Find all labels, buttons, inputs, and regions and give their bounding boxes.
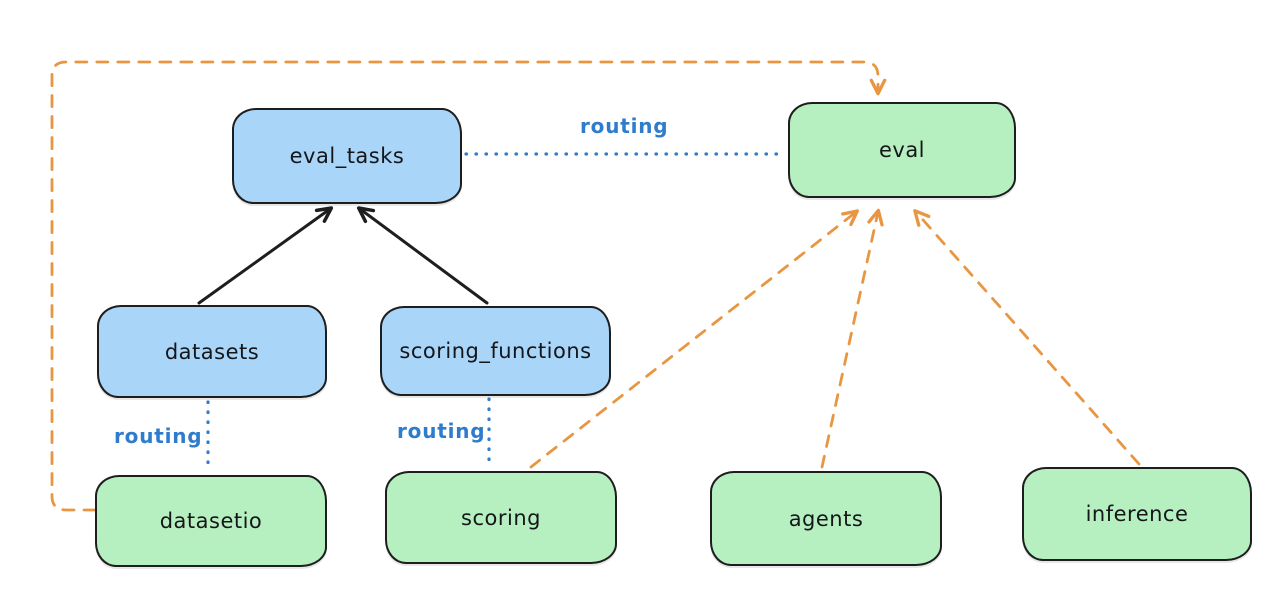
routing-label-eval_tasks-eval: routing: [580, 114, 669, 138]
node-inference: inference: [1022, 467, 1252, 561]
node-agents: agents: [710, 471, 942, 566]
node-datasets-label: datasets: [164, 339, 260, 364]
edge-agents-to-eval: [820, 208, 884, 469]
node-scoring-functions-label: scoring_functions: [399, 339, 592, 363]
node-datasetio-label: datasetio: [159, 509, 263, 533]
node-agents-label: agents: [788, 506, 864, 531]
node-scoring-label: scoring: [461, 505, 541, 530]
node-eval-tasks: eval_tasks: [232, 108, 462, 204]
edge-inference-to-eval: [913, 209, 1141, 466]
node-eval-tasks-label: eval_tasks: [289, 144, 405, 168]
node-datasetio: datasetio: [95, 475, 327, 567]
node-scoring-functions: scoring_functions: [380, 306, 611, 396]
edge-scoring_functions-to-eval_tasks: [356, 206, 489, 305]
node-eval: eval: [788, 102, 1016, 198]
routing-label-scoring_functions-scoring: routing: [397, 419, 486, 443]
node-eval-label: eval: [878, 138, 926, 162]
node-scoring: scoring: [385, 471, 617, 564]
edge-scoring-to-eval: [529, 209, 859, 469]
node-inference-label: inference: [1085, 502, 1189, 526]
edge-datasets-to-eval_tasks: [197, 206, 334, 305]
routing-label-datasets-datasetio: routing: [114, 424, 203, 448]
edge-datasetio-to-eval-around: [50, 60, 887, 512]
node-datasets: datasets: [97, 305, 327, 398]
